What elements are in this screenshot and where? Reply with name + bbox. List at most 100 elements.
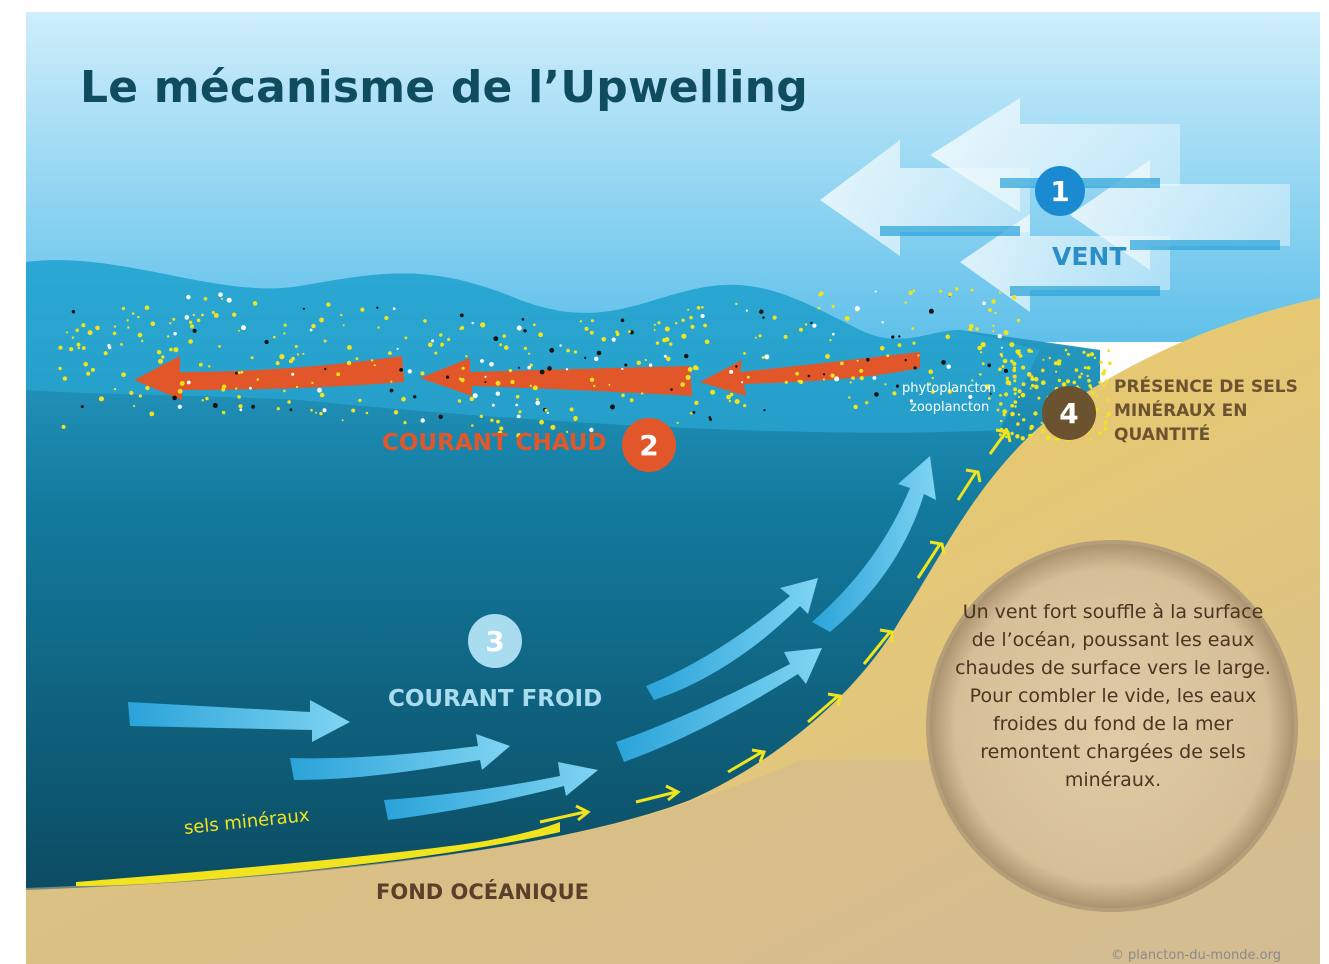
plankton-dot [666, 356, 671, 362]
plankton-dot [86, 371, 91, 376]
plankton-dot [746, 375, 750, 379]
plankton-dot [239, 408, 243, 412]
plankton-dot [689, 315, 693, 320]
mineral-dot [1015, 434, 1020, 439]
plankton-dot [988, 397, 991, 400]
plankton-dot [681, 318, 685, 322]
warm-current-label: COURANT CHAUD [382, 430, 607, 456]
plankton-dot [929, 382, 932, 385]
plankton-dot [249, 386, 252, 390]
plankton-dot [694, 400, 699, 405]
plankton-dot [137, 332, 143, 338]
plankton-dot [103, 351, 108, 356]
plankton-dot [120, 343, 123, 346]
mineral-dot [1045, 435, 1051, 441]
plankton-dot [126, 319, 129, 322]
plankton-dot [822, 378, 826, 381]
plankton-dot [763, 409, 766, 412]
plankton-dot [491, 403, 495, 407]
plankton-dot [998, 291, 1002, 294]
plankton-dot [315, 411, 317, 414]
plankton-dot [1009, 342, 1015, 348]
plankton-dot [490, 418, 494, 422]
plankton-dot [250, 356, 254, 360]
plankton-dot [644, 358, 647, 362]
mineral-dot [1083, 366, 1087, 370]
plankton-dot [461, 366, 465, 370]
plankton-dot [196, 318, 201, 323]
plankton-dot [704, 339, 710, 345]
plankton-dot [946, 364, 951, 369]
plankton-dot [928, 369, 933, 375]
wind-label: VENT [1052, 242, 1127, 271]
mineral-dot [1034, 384, 1039, 390]
mineral-dot [1041, 368, 1045, 373]
plankton-dot [201, 313, 204, 317]
plankton-dot [743, 404, 747, 408]
plankton-dot [703, 323, 707, 328]
plankton-dot [169, 347, 173, 352]
plankton-dot [989, 392, 992, 395]
plankton-dot [550, 424, 556, 430]
plankton-dot [624, 363, 628, 367]
plankton-dot [401, 396, 406, 402]
plankton-dot [403, 421, 407, 425]
plankton-dot [997, 334, 1002, 339]
mineral-dot [1030, 375, 1034, 379]
plankton-dot [279, 354, 285, 360]
plankton-dot [945, 334, 951, 340]
plankton-dot [955, 287, 959, 291]
plankton-dot [565, 368, 569, 371]
plankton-dot [866, 357, 870, 362]
warm-current-arrows [134, 352, 920, 400]
plankton-dot [291, 372, 295, 376]
plankton-dot [264, 339, 269, 345]
mineral-dot [1017, 413, 1021, 416]
plankton-dot [931, 376, 934, 380]
plankton-dot [188, 339, 193, 344]
plankton-dot [621, 393, 625, 398]
plankton-dot [203, 297, 208, 301]
plankton-dot [62, 376, 68, 381]
mineral-dot [1018, 354, 1023, 358]
mineral-dot [1033, 411, 1038, 416]
plankton-dot [276, 407, 280, 411]
plankton-dot [992, 329, 995, 333]
mineral-dot [1106, 411, 1111, 416]
mineral-dot [1086, 374, 1089, 378]
plankton-dot [584, 356, 587, 360]
plankton-dot [529, 384, 532, 387]
plankton-dot [799, 327, 803, 332]
mineral-dot [1065, 379, 1071, 384]
plankton-dot [669, 342, 673, 346]
plankton-dot [319, 317, 324, 323]
plankton-dot [897, 343, 902, 348]
plankton-dot [655, 341, 660, 345]
mineral-dot [1099, 360, 1103, 364]
plankton-dot [156, 350, 162, 355]
plankton-dot [107, 343, 111, 348]
plankton-dot [237, 395, 241, 399]
explanation-bubble [926, 540, 1298, 912]
plankton-dot [420, 371, 425, 376]
mineral-dot [1098, 431, 1103, 435]
mineral-dot [1020, 392, 1026, 398]
plankton-dot [256, 378, 260, 381]
mineral-dot [1103, 423, 1107, 426]
plankton-dot [251, 404, 256, 409]
page-title: Le mécanisme de l’Upwelling [80, 62, 808, 113]
plankton-dot [783, 334, 788, 339]
plankton-dot [536, 398, 539, 401]
plankton-dot [670, 388, 673, 391]
mineral-dot [1086, 353, 1091, 357]
plankton-dot [590, 319, 594, 323]
plankton-dot [881, 321, 884, 324]
plankton-dot [917, 354, 920, 357]
plankton-dot [891, 335, 895, 339]
plankton-dot [690, 324, 695, 329]
plankton-dot [515, 403, 519, 407]
explanation-text: Un vent fort souffle à la surface de l’o… [955, 601, 1271, 791]
plankton-dot [502, 334, 507, 338]
mineral-dot [1059, 359, 1062, 362]
plankton-dot [497, 430, 503, 436]
